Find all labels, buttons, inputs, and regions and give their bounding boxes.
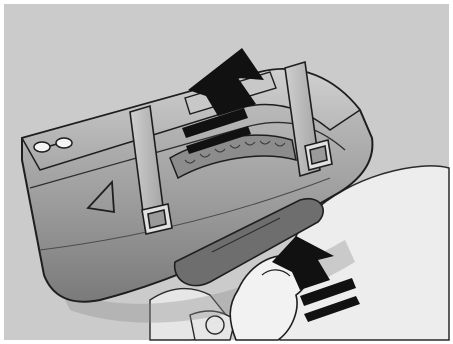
right-buckle-icon — [305, 140, 332, 170]
left-buckle-icon — [142, 204, 172, 234]
